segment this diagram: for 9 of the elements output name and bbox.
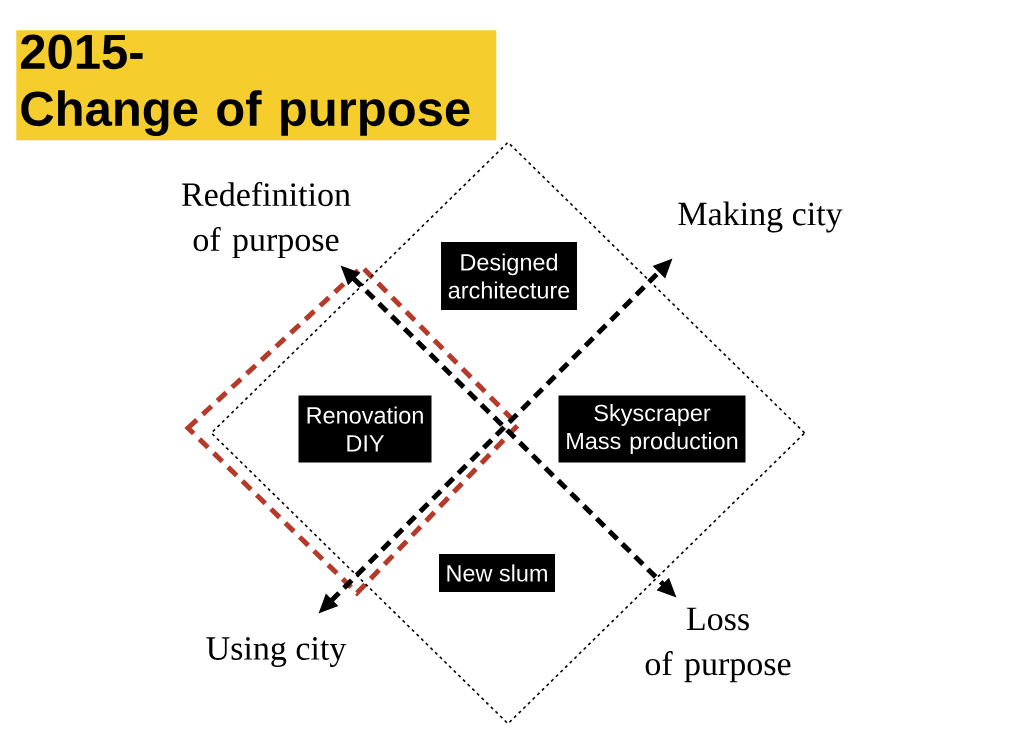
label-box: New slum <box>439 554 555 592</box>
label-box: Designed architecture <box>441 242 577 310</box>
end-label: Redefinition of purpose <box>182 181 351 259</box>
label-box: Renovation DIY <box>298 395 432 463</box>
end-label: Loss of purpose <box>645 607 791 683</box>
label-box: Skyscraper Mass production <box>558 395 746 463</box>
end-label: Using city <box>206 637 347 667</box>
title-banner: 2015- Change of purpose <box>16 30 497 141</box>
end-label: Making city <box>678 201 843 233</box>
